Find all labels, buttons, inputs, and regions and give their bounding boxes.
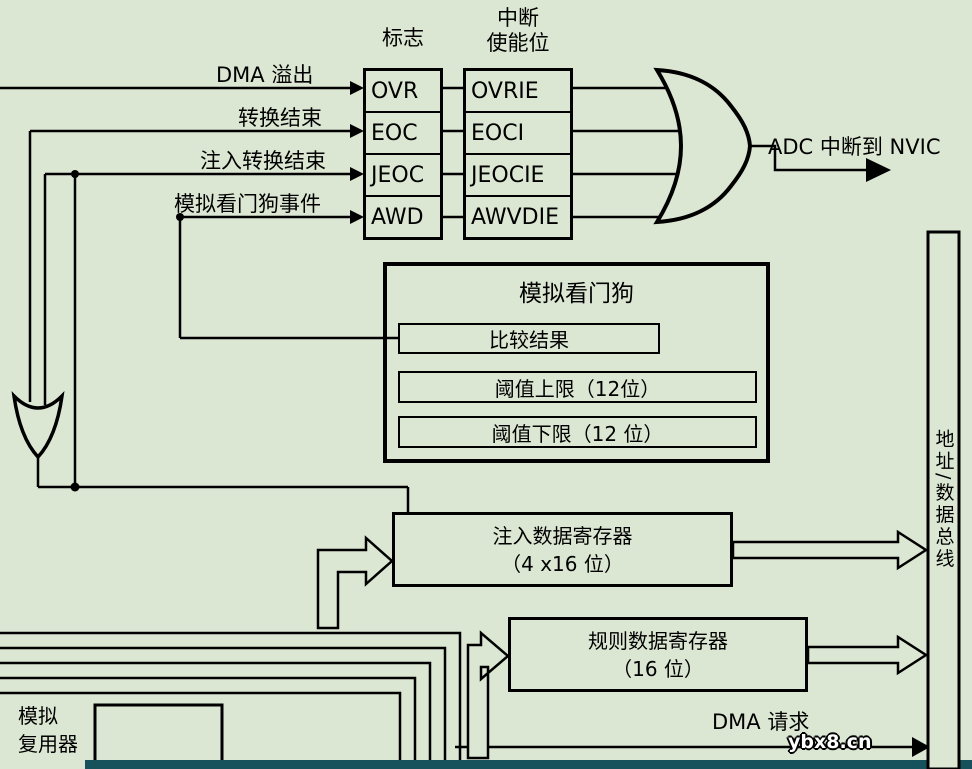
nvic-wire	[750, 144, 866, 172]
channel-wire	[0, 676, 417, 769]
junction-dot	[176, 213, 184, 221]
flag-cell-awd: AWD	[371, 204, 424, 230]
analog-mux-label-line2: 复用器	[18, 732, 78, 756]
analog-mux-label: 模拟 复用器	[18, 702, 78, 758]
upper-threshold-box: 阈值上限（12位）	[398, 371, 757, 403]
flags-header: 标志	[382, 26, 424, 50]
flag-cell-eoc: EOC	[366, 113, 440, 155]
arrowhead-icon	[350, 167, 364, 181]
watchdog-title: 模拟看门狗	[519, 281, 634, 307]
regular-input-arrow-icon	[466, 630, 510, 760]
analog-mux-box	[93, 703, 224, 769]
enable-header-line2: 使能位	[486, 31, 550, 55]
regular-to-bus-arrow-icon	[806, 634, 929, 676]
eoc-label: 转换结束	[238, 106, 322, 130]
or-gate-icon	[653, 67, 753, 225]
channel-wire	[0, 631, 462, 769]
arrowhead-icon	[350, 124, 364, 138]
jeoc-label: 注入转换结束	[200, 149, 326, 173]
injected-reg-line1: 注入数据寄存器	[492, 523, 633, 548]
analog-mux-label-line1: 模拟	[18, 704, 58, 728]
address-data-bus-label: 地址/数据总线	[932, 429, 955, 571]
nvic-label: ADC 中断到 NVIC	[768, 135, 941, 159]
junction-dot	[70, 482, 80, 492]
regular-reg-line1: 规则数据寄存器	[588, 628, 728, 653]
dma-request-label: DMA 请求	[712, 710, 810, 734]
injected-to-bus-arrow-icon	[731, 529, 929, 571]
enable-cell-ovrie: OVRIE	[466, 71, 570, 113]
bottom-dark-bar	[85, 760, 972, 769]
nvic-arrowhead-icon	[866, 158, 891, 182]
channel-wire	[0, 691, 402, 769]
injected-reg-line2: （4 x16 位）	[501, 551, 624, 576]
awd-event-label: 模拟看门狗事件	[174, 192, 321, 216]
arrowhead-icon	[350, 210, 364, 224]
enable-header-line1: 中断	[497, 6, 539, 30]
flag-bits-box: OVR EOC JEOC AWD	[363, 68, 443, 240]
junction-dot	[71, 170, 79, 178]
dma-overflow-label: DMA 溢出	[216, 63, 314, 87]
injected-data-register-box: 注入数据寄存器 （4 x16 位）	[392, 512, 733, 587]
compare-result-box: 比较结果	[398, 323, 660, 354]
flag-cell-ovr: OVR	[366, 71, 440, 113]
flag-cell-jeoc: JEOC	[366, 155, 440, 197]
small-or-gate-icon	[11, 391, 65, 460]
channel-wire	[0, 661, 432, 769]
enable-cell-jeocie: JEOCIE	[466, 155, 570, 197]
analog-watchdog-box: 模拟看门狗	[383, 262, 770, 463]
lower-threshold-box: 阈值下限（12 位）	[398, 416, 757, 448]
enable-cell-eoci: EOCI	[466, 113, 570, 155]
channel-wire	[0, 646, 447, 769]
arrowhead-icon	[350, 81, 364, 95]
regular-reg-line2: （16 位）	[612, 656, 704, 681]
address-data-bus-bar	[926, 230, 961, 769]
injected-input-arrow-icon	[316, 535, 394, 630]
watermark: ybx8.cn	[788, 731, 872, 753]
enable-cell-awvdie: AWVDIE	[471, 204, 559, 230]
enable-bits-box: OVRIE EOCI JEOCIE AWVDIE	[463, 68, 573, 240]
enable-header: 中断 使能位	[463, 6, 573, 56]
dma-arrowhead-icon	[912, 737, 930, 757]
regular-data-register-box: 规则数据寄存器 （16 位）	[508, 617, 808, 692]
